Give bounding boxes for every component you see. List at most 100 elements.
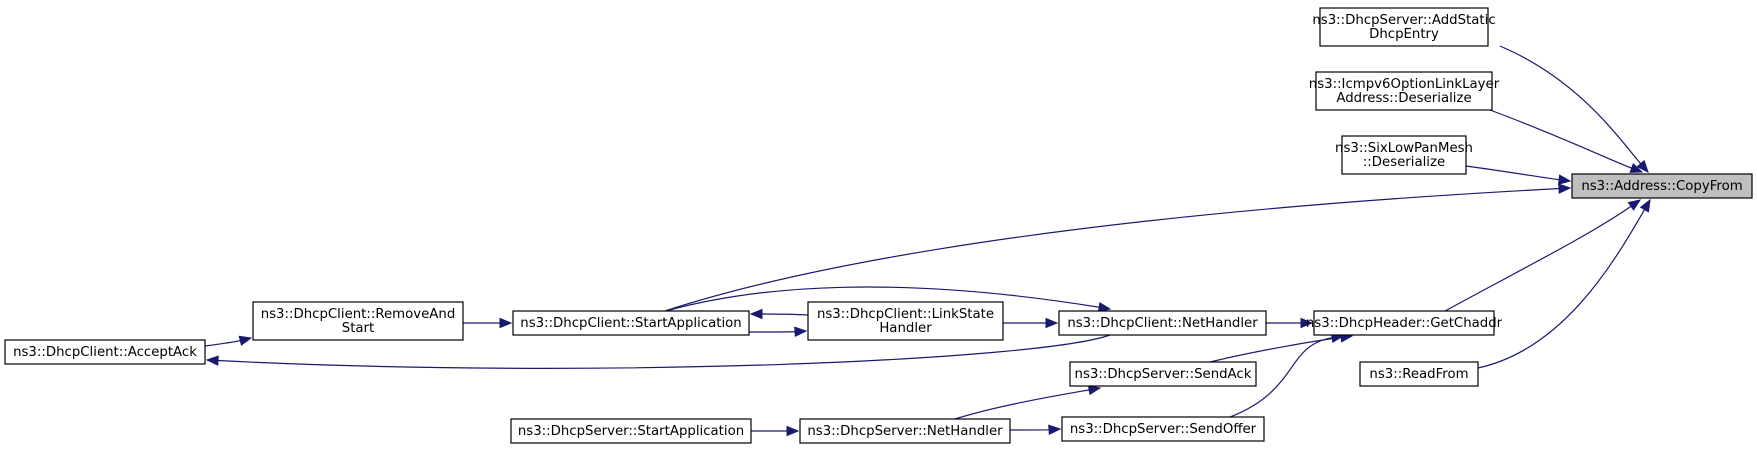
edge-sendack-to-getchaddr bbox=[1209, 332, 1354, 363]
node-box[interactable] bbox=[1319, 7, 1489, 47]
edge-server-start-to-server-netHandler bbox=[751, 425, 800, 437]
node-label: ns3::DhcpClient::RemoveAnd bbox=[261, 307, 456, 322]
node-label: ns3::ReadFrom bbox=[1369, 367, 1468, 382]
node-label: ns3::DhcpServer::SendAck bbox=[1075, 367, 1252, 382]
node-sendack[interactable]: ns3::DhcpServer::SendAck bbox=[1069, 361, 1257, 387]
edge-line bbox=[1477, 208, 1646, 369]
arrowhead bbox=[1639, 198, 1651, 213]
node-server-start[interactable]: ns3::DhcpServer::StartApplication bbox=[510, 418, 752, 444]
arrowhead bbox=[1558, 183, 1572, 194]
arrowhead bbox=[1636, 159, 1649, 173]
edge-addstatic-to-copyfrom bbox=[1499, 45, 1649, 173]
node-label: ns3::DhcpClient::LinkState bbox=[817, 307, 994, 322]
edge-client-start-to-client-netHandler bbox=[665, 286, 1112, 313]
node-label: ns3::Icmpv6OptionLinkLayer bbox=[1309, 77, 1500, 92]
node-acceptack[interactable]: ns3::DhcpClient::AcceptAck bbox=[4, 339, 206, 365]
edge-client-netHandler-to-getchaddr bbox=[1266, 317, 1314, 329]
arrowhead bbox=[794, 326, 808, 337]
node-sixlowpan[interactable]: ns3::SixLowPanMesh::Deserialize bbox=[1335, 135, 1473, 175]
node-box[interactable] bbox=[1341, 135, 1467, 175]
node-label: Start bbox=[342, 321, 374, 336]
node-box[interactable] bbox=[799, 418, 1011, 444]
node-label: ns3::DhcpServer::NetHandler bbox=[807, 424, 1003, 439]
edge-line bbox=[954, 389, 1091, 420]
node-getchaddr[interactable]: ns3::DhcpHeader::GetChaddr bbox=[1306, 310, 1503, 336]
arrowhead bbox=[1045, 317, 1059, 329]
node-label: ns3::Address::CopyFrom bbox=[1581, 179, 1742, 194]
node-server-netHandler[interactable]: ns3::DhcpServer::NetHandler bbox=[799, 418, 1011, 444]
edge-client-start-to-linkstate bbox=[748, 326, 808, 337]
node-box[interactable] bbox=[1315, 71, 1493, 111]
node-sendoffer[interactable]: ns3::DhcpServer::SendOffer bbox=[1061, 416, 1265, 442]
nodes-layer: ns3::Address::CopyFrom ns3::DhcpServer::A… bbox=[4, 7, 1753, 444]
edge-line bbox=[1229, 336, 1334, 418]
node-label: DhcpEntry bbox=[1369, 27, 1439, 42]
edge-line bbox=[664, 187, 1561, 312]
edge-line bbox=[1489, 109, 1633, 170]
arrowhead bbox=[1087, 384, 1102, 396]
node-box[interactable] bbox=[1313, 310, 1495, 336]
node-label: ::Deserialize bbox=[1363, 155, 1445, 170]
edge-removeandstart-to-client-start bbox=[463, 317, 513, 329]
edge-line bbox=[204, 339, 242, 347]
node-box[interactable] bbox=[1359, 361, 1479, 387]
edge-getchaddr-to-copyfrom bbox=[1444, 199, 1642, 312]
arrowhead bbox=[1627, 199, 1642, 211]
node-label: ns3::DhcpServer::AddStatic bbox=[1312, 13, 1495, 28]
node-client-netHandler[interactable]: ns3::DhcpClient::NetHandler bbox=[1058, 310, 1267, 336]
arrowhead bbox=[786, 425, 800, 437]
edge-line bbox=[1499, 45, 1642, 165]
node-label: ns3::DhcpClient::AcceptAck bbox=[13, 345, 197, 360]
node-copyfrom: ns3::Address::CopyFrom bbox=[1571, 173, 1753, 199]
edge-line bbox=[216, 334, 1111, 369]
node-box[interactable] bbox=[4, 339, 206, 365]
edge-linkstate-to-client-netHandler bbox=[1003, 317, 1059, 329]
arrowhead bbox=[1629, 163, 1644, 173]
arrowhead bbox=[499, 317, 513, 329]
node-label: ns3::DhcpClient::NetHandler bbox=[1067, 316, 1258, 331]
arrowhead bbox=[1557, 174, 1572, 185]
node-readfrom[interactable]: ns3::ReadFrom bbox=[1359, 361, 1479, 387]
edge-client-netHandler-to-acceptack bbox=[205, 334, 1111, 369]
edge-client-start-to-copyfrom bbox=[664, 183, 1572, 312]
node-box[interactable] bbox=[807, 301, 1004, 341]
node-label: ns3::DhcpServer::StartApplication bbox=[518, 424, 744, 439]
edge-line bbox=[1465, 165, 1561, 181]
node-box[interactable] bbox=[510, 418, 752, 444]
edge-line bbox=[1444, 205, 1633, 312]
edge-icmpv6-to-copyfrom bbox=[1489, 109, 1644, 173]
arrowhead bbox=[238, 335, 253, 346]
edge-line bbox=[665, 286, 1101, 312]
node-label: ns3::SixLowPanMesh bbox=[1335, 141, 1473, 156]
node-client-start[interactable]: ns3::DhcpClient::StartApplication bbox=[512, 310, 750, 336]
edge-server-netHandler-to-sendack bbox=[954, 384, 1102, 420]
node-label: Handler bbox=[879, 321, 932, 336]
node-icmpv6[interactable]: ns3::Icmpv6OptionLinkLayerAddress::Deser… bbox=[1309, 71, 1500, 111]
arrowhead bbox=[1300, 317, 1314, 329]
node-label: ns3::DhcpServer::SendOffer bbox=[1070, 422, 1257, 437]
node-box[interactable] bbox=[512, 310, 750, 336]
arrowhead bbox=[1048, 424, 1062, 435]
node-label: Address::Deserialize bbox=[1336, 91, 1471, 106]
node-box[interactable] bbox=[1069, 361, 1257, 387]
node-box[interactable] bbox=[252, 301, 464, 341]
edge-line bbox=[760, 313, 809, 316]
edge-line bbox=[1209, 336, 1343, 363]
edge-acceptack-to-removeandstart bbox=[204, 335, 253, 347]
arrowhead bbox=[205, 355, 219, 366]
edge-linkstate-to-client-start bbox=[749, 308, 809, 320]
edge-readfrom-to-copyfrom bbox=[1477, 198, 1651, 369]
node-label: ns3::DhcpHeader::GetChaddr bbox=[1306, 316, 1503, 331]
node-box[interactable] bbox=[1061, 416, 1265, 442]
arrowhead bbox=[749, 308, 763, 320]
edges-layer bbox=[204, 45, 1651, 437]
node-box[interactable] bbox=[1058, 310, 1267, 336]
edge-server-netHandler-to-sendoffer bbox=[1009, 424, 1062, 435]
edge-sixlowpan-to-copyfrom bbox=[1465, 165, 1572, 185]
node-box bbox=[1571, 173, 1753, 199]
arrowhead bbox=[1097, 301, 1112, 313]
